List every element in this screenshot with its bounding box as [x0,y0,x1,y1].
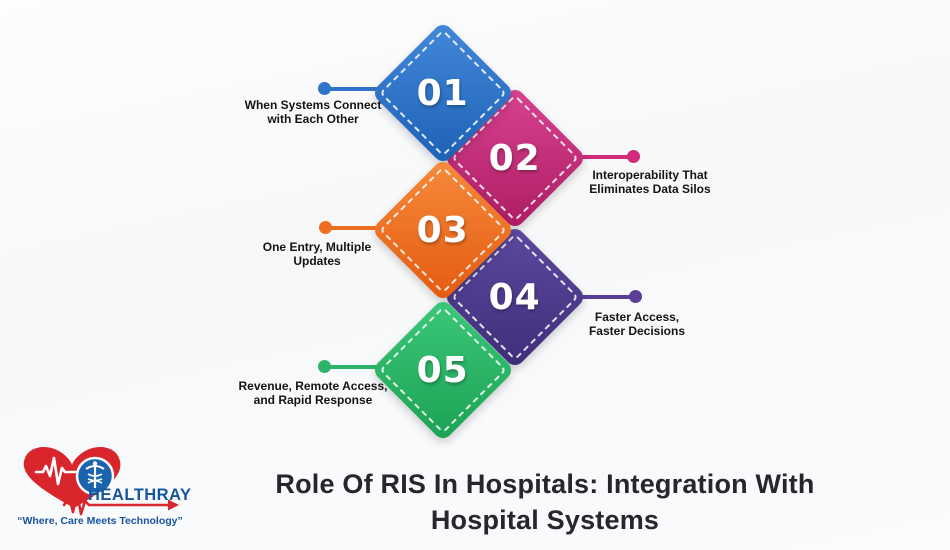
step4-connector-line [575,295,635,299]
step4-number: 04 [488,276,542,318]
brand-tagline: “Where, Care Meets Technology” [17,515,183,527]
step1-label: When Systems Connect with Each Other [244,98,382,126]
step3-connector-dot [319,221,332,234]
caduceus-icon [75,456,115,496]
step2-number: 02 [488,137,542,179]
step3-number: 03 [416,209,470,251]
step1-connector-dot [318,82,331,95]
step5-label: Revenue, Remote Access, and Rapid Respon… [238,379,388,407]
step5-connector-dot [318,360,331,373]
step2-connector-dot [627,150,640,163]
step5-number: 05 [416,349,470,391]
step2-label: Interoperability That Eliminates Data Si… [589,168,711,196]
step1-connector-line [325,87,390,91]
ekg-arrow [62,491,179,516]
step4-connector-dot [629,290,642,303]
step3-label: One Entry, Multiple Updates [262,240,372,268]
step3-connector-line [326,226,390,230]
healthray-logo: HEALTHRAY “Where, Care Meets Technology” [17,446,192,527]
step2-connector-line [575,155,633,159]
infographic-title: Role Of RIS In Hospitals: Integration Wi… [275,469,815,535]
step5-connector-line [325,365,390,369]
step1-number: 01 [416,72,470,114]
brand-name: HEALTHRAY [88,486,192,504]
step4-label: Faster Access, Faster Decisions [588,310,686,338]
